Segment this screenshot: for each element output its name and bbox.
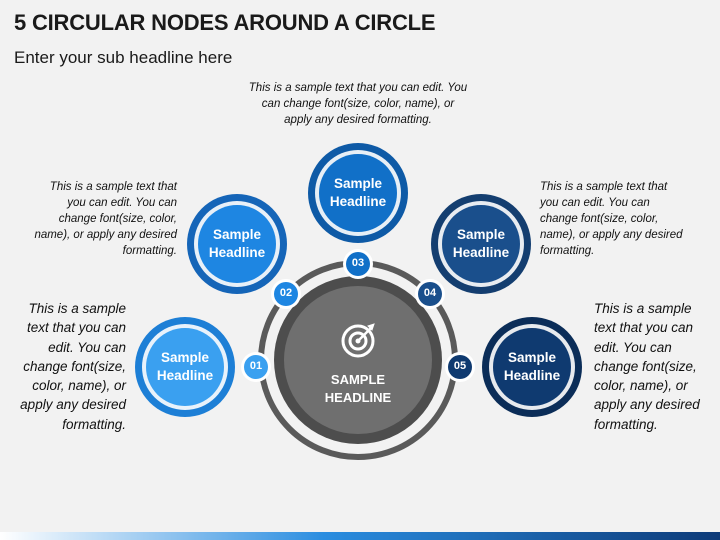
center-headline-line2: HEADLINE [324,390,392,405]
node-04-headline-line1: Sample [456,227,506,242]
node-01 [135,317,271,417]
node-01-headline-line2: Headline [156,368,214,383]
node-04-headline: Sample Headline [441,226,521,262]
node-04-description-line: you can edit. You can [540,197,650,209]
node-05-description-line: edit. You can [594,339,672,355]
node-05 [445,317,582,417]
node-03-number: 03 [351,257,365,269]
node-05-description-line: apply any desired [594,397,700,413]
page-subtitle: Enter your sub headline here [14,48,233,67]
node-04-number: 04 [423,287,437,299]
node-05-description-line: color, name), or [594,378,688,394]
node-02-description-line: formatting. [122,245,177,257]
node-05-headline: Sample Headline [492,349,572,385]
node-02-headline: Sample Headline [197,226,277,262]
node-01-description-line: edit. You can [48,339,126,355]
node-01-description-line: change font(size, [23,358,126,374]
node-05-description-line: formatting. [594,416,658,432]
node-05-description-line: text that you can [594,320,694,336]
node-03-headline: Sample Headline [318,175,398,211]
node-04-description: This is a sample text that you can edit.… [540,179,715,259]
node-01-description-line: apply any desired [20,397,126,413]
node-03-headline-line1: Sample [333,176,383,191]
node-04-description-line: formatting. [540,245,595,257]
page-title: 5 CIRCULAR NODES AROUND A CIRCLE [14,10,436,35]
node-04-description-line: This is a sample text that [540,181,668,193]
node-05-headline-line2: Headline [503,368,561,383]
node-05-description-line: change font(size, [594,358,697,374]
node-01-description-line: This is a sample [28,301,126,316]
node-04-description-line: change font(size, color, [540,213,659,225]
node-04 [415,194,531,309]
node-01-headline: Sample Headline [145,349,225,385]
node-05-description-line: This is a sample [594,301,692,316]
node-02 [187,194,301,309]
node-03-description-line: This is a sample text that you can edit.… [248,82,468,94]
node-01-description-line: text that you can [26,320,126,336]
center-headline-line1: SAMPLE [330,372,386,387]
node-02-description-line: name), or apply any desired [34,229,177,241]
target-icon [341,323,375,358]
node-04-description-line: name), or apply any desired [540,229,683,241]
node-02-description-line: This is a sample text that [49,181,177,193]
node-05-headline-line1: Sample [507,350,557,365]
node-01-headline-line1: Sample [160,350,210,365]
node-04-headline-line2: Headline [452,245,510,260]
node-01-description-line: color, name), or [32,378,126,394]
node-02-number: 02 [279,287,293,299]
center-headline: SAMPLE HEADLINE [308,371,408,407]
node-05-number: 05 [453,360,467,372]
node-03-description: This is a sample text that you can edit.… [218,80,498,128]
node-01-description-line: formatting. [62,416,126,432]
node-03-description-line: can change font(size, color, name), or [261,98,455,110]
node-01-number: 01 [249,360,263,372]
node-02-description-line: change font(size, color, [58,213,177,225]
node-02-description-line: you can edit. You can [67,197,177,209]
node-03-headline-line2: Headline [329,194,387,209]
node-01-description: This is a sample text that you can edit.… [6,299,126,434]
bottom-accent-bar [0,532,720,540]
node-02-description: This is a sample text that you can edit.… [4,179,177,259]
node-02-headline-line1: Sample [212,227,262,242]
node-02-headline-line2: Headline [208,245,266,260]
center-circle [284,286,432,434]
node-03 [308,143,408,279]
node-03-description-line: apply any desired formatting. [284,114,432,126]
node-05-description: This is a sample text that you can edit.… [594,299,716,434]
